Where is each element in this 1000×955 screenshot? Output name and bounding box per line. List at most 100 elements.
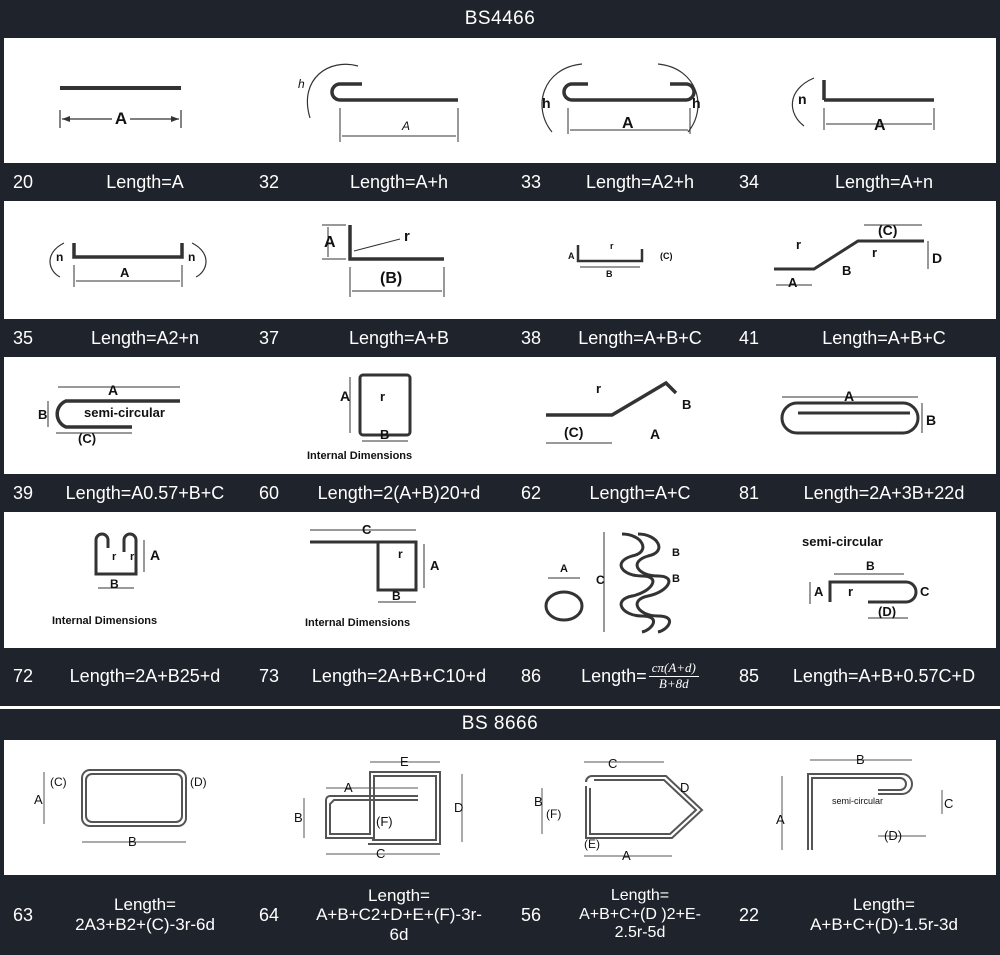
label-r: r bbox=[112, 551, 117, 563]
label-b: B bbox=[672, 547, 680, 559]
label-b: B bbox=[392, 589, 401, 603]
label-a: A bbox=[776, 812, 785, 827]
shape-code: 22 bbox=[730, 875, 768, 955]
label-b: B bbox=[672, 573, 680, 585]
shape-62-diagram: r B (C) A bbox=[512, 357, 774, 474]
label-a: A bbox=[324, 234, 336, 251]
label-r: r bbox=[848, 584, 853, 599]
shape-formula: Length= 2A3+B2+(C)-3r-6d bbox=[46, 875, 244, 955]
shape-code: 62 bbox=[512, 474, 550, 512]
shape-formula: Length=A+B bbox=[292, 319, 506, 357]
shape-code: 64 bbox=[250, 875, 288, 955]
shape-code: 81 bbox=[730, 474, 768, 512]
formula-fraction: cπ(A+d) B+8d bbox=[648, 660, 699, 692]
shape-73-diagram: C r A B Internal Dimensions bbox=[250, 512, 512, 648]
label-c: C bbox=[944, 796, 953, 811]
label-n: n bbox=[56, 250, 63, 264]
label-c: C bbox=[608, 756, 617, 771]
label-a: A bbox=[34, 792, 43, 807]
label-c: (C) bbox=[50, 775, 67, 789]
label-b: B bbox=[682, 397, 691, 412]
shape-formula: Length=2A+B25+d bbox=[46, 648, 244, 704]
label-a: A bbox=[560, 563, 568, 575]
shape-code: 86 bbox=[512, 648, 550, 704]
label-b: B bbox=[606, 269, 613, 279]
shape-code: 73 bbox=[250, 648, 288, 704]
shape-code: 37 bbox=[250, 319, 288, 357]
label-internal-dimensions: Internal Dimensions bbox=[52, 615, 157, 627]
label-n: n bbox=[798, 91, 807, 107]
shape-60-diagram: A r B Internal Dimensions bbox=[250, 357, 512, 474]
label-b: B bbox=[380, 427, 389, 442]
label-a: A bbox=[115, 109, 127, 128]
shape-formula: Length=A+n bbox=[772, 163, 996, 201]
shape-formula: Length=2A+B+C10+d bbox=[292, 648, 506, 704]
shape-39-diagram: A B semi-circular (C) bbox=[4, 357, 250, 474]
diagram-row-4: r r A B Internal Dimensions C r A B Inte… bbox=[4, 512, 996, 648]
label-semi-circular: semi-circular bbox=[832, 796, 883, 806]
shape-code: 41 bbox=[730, 319, 768, 357]
label-a: A bbox=[401, 119, 410, 133]
shape-35-diagram: n n A bbox=[4, 201, 250, 319]
label-a: A bbox=[344, 780, 353, 795]
label-c: C bbox=[920, 584, 930, 599]
shape-code: 39 bbox=[4, 474, 42, 512]
label-e: E bbox=[400, 754, 409, 769]
shape-formula: Length=A2+h bbox=[554, 163, 726, 201]
shape-formula: Length=A0.57+B+C bbox=[46, 474, 244, 512]
label-d: D bbox=[680, 780, 689, 795]
label-a: A bbox=[844, 388, 854, 404]
label-r: r bbox=[596, 381, 601, 396]
shape-81-diagram: A B bbox=[774, 357, 996, 474]
label-d: D bbox=[932, 250, 942, 266]
label-internal-dimensions: Internal Dimensions bbox=[307, 450, 412, 462]
shape-formula: Length=A+B+0.57C+D bbox=[772, 648, 996, 704]
shape-37-diagram: A r (B) bbox=[250, 201, 512, 319]
label-b: (B) bbox=[380, 270, 402, 287]
diagram-row-3: A B semi-circular (C) A r B Internal Dim… bbox=[4, 357, 996, 474]
shape-72-diagram: r r A B Internal Dimensions bbox=[4, 512, 250, 648]
shape-formula: Length=A+B+C bbox=[772, 319, 996, 357]
fraction-numerator: cπ(A+d) bbox=[648, 660, 699, 677]
diagram-row-1: A h A h h bbox=[4, 38, 996, 163]
label-r: r bbox=[404, 228, 410, 245]
shape-formula: Length=2(A+B)20+d bbox=[292, 474, 506, 512]
label-b: B bbox=[110, 577, 119, 591]
label-h: h bbox=[542, 95, 551, 111]
label-h: h bbox=[298, 77, 305, 91]
label-b: B bbox=[866, 559, 875, 573]
label-d: D bbox=[454, 800, 463, 815]
label-c: C bbox=[596, 573, 605, 587]
label-a: A bbox=[430, 558, 440, 573]
label-b: B bbox=[534, 794, 543, 809]
label-a: A bbox=[622, 848, 631, 863]
shape-code: 56 bbox=[512, 875, 550, 955]
shape-formula: Length= A+B+C2+D+E+(F)-3r- 6d bbox=[292, 875, 506, 955]
shape-34-diagram: n A bbox=[774, 38, 996, 163]
label-h: h bbox=[692, 95, 701, 111]
label-a: A bbox=[340, 388, 350, 404]
section-divider bbox=[0, 706, 1000, 709]
label-d: (D) bbox=[884, 828, 902, 843]
label-c: (C) bbox=[78, 431, 96, 446]
label-c: C bbox=[362, 522, 372, 537]
label-n: n bbox=[188, 250, 195, 264]
label-a: A bbox=[150, 547, 160, 563]
label-a: A bbox=[108, 382, 118, 398]
section-title-bs4466: BS4466 bbox=[464, 8, 536, 29]
label-c: (C) bbox=[564, 424, 583, 440]
label-a: A bbox=[788, 275, 798, 290]
shape-code: 33 bbox=[512, 163, 550, 201]
label-f: (F) bbox=[546, 807, 561, 821]
shape-formula-86: Length= cπ(A+d) B+8d bbox=[554, 648, 726, 704]
label-e: (E) bbox=[584, 837, 600, 851]
label-b: B bbox=[842, 263, 851, 278]
shape-formula: Length=A+h bbox=[292, 163, 506, 201]
shape-code: 20 bbox=[4, 163, 42, 201]
label-c: (C) bbox=[660, 251, 673, 261]
label-a: A bbox=[568, 251, 575, 261]
label-a: A bbox=[120, 265, 130, 280]
shape-20-diagram: A bbox=[4, 38, 250, 163]
shape-formula: Length=A+C bbox=[554, 474, 726, 512]
shape-code: 85 bbox=[730, 648, 768, 704]
